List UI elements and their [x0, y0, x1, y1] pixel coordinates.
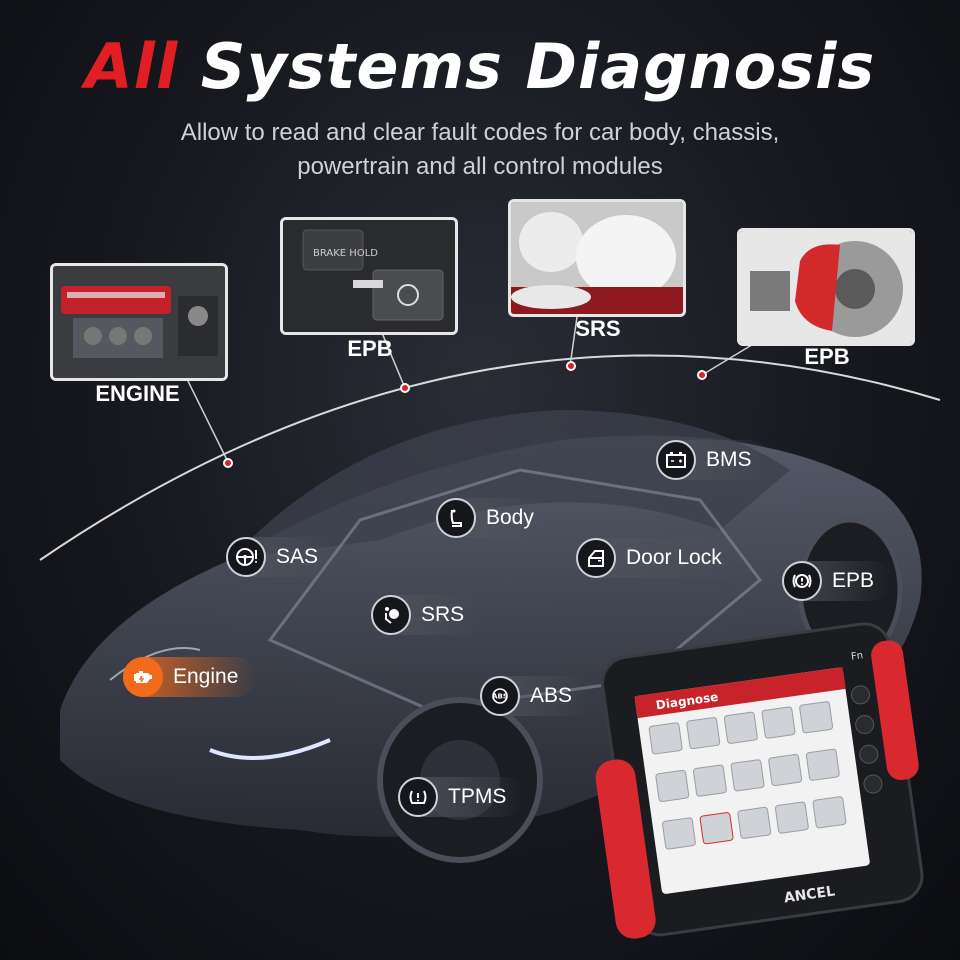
headline-rest: Systems Diagnosis — [178, 30, 876, 103]
arc-dot-epb-1 — [400, 383, 410, 393]
thumbnail-epb-button: BRAKE HOLD — [280, 217, 458, 335]
arc-dot-srs — [566, 361, 576, 371]
thumbnail-label-epb-2: EPB — [804, 344, 850, 369]
system-label-abs: ABS — [530, 684, 573, 707]
thumbnail-label-srs: SRS — [575, 316, 621, 341]
system-tag-abs: ABS ABS — [480, 676, 591, 716]
system-label-door-lock: Door Lock — [626, 546, 722, 569]
svg-text:ABS: ABS — [492, 693, 508, 701]
headline: All Systems Diagnosis — [0, 30, 960, 103]
thumbnail-engine — [50, 263, 228, 381]
abs-icon: ABS — [480, 676, 520, 716]
steering-wheel-icon — [226, 537, 266, 577]
airbag-icon — [371, 595, 411, 635]
subtitle-line-2: powertrain and all control modules — [297, 153, 663, 180]
system-tag-epb: EPB — [782, 561, 893, 601]
system-tag-tpms: TPMS — [398, 777, 525, 817]
system-label-tpms: TPMS — [448, 785, 507, 808]
arc-dot-epb-2 — [697, 370, 707, 380]
system-label-srs: SRS — [421, 603, 465, 626]
scanner-device: Diagnose ANCEL Fn — [588, 620, 928, 950]
seat-icon — [436, 498, 476, 538]
system-tag-sas: SAS — [226, 537, 337, 577]
system-label-engine: Engine — [173, 665, 239, 688]
system-tag-bms: BMS — [656, 440, 770, 480]
system-tag-engine: Engine — [123, 657, 257, 697]
svg-text:BRAKE HOLD: BRAKE HOLD — [313, 248, 378, 259]
system-tag-door-lock: Door Lock — [576, 538, 740, 578]
engine-icon — [123, 657, 163, 697]
system-tag-srs: SRS — [371, 595, 483, 635]
system-label-body: Body — [486, 506, 534, 529]
headline-accent: All — [84, 30, 179, 103]
door-icon — [576, 538, 616, 578]
subtitle-line-1: Allow to read and clear fault codes for … — [180, 119, 780, 146]
tire-pressure-icon — [398, 777, 438, 817]
thumbnail-label-epb-1: EPB — [347, 336, 393, 361]
thumbnail-label-engine: ENGINE — [95, 381, 180, 406]
airbag-photo-icon — [511, 202, 683, 314]
parking-brake-icon — [782, 561, 822, 601]
device-fn-key: Fn — [850, 650, 864, 663]
device-brand: ANCEL — [783, 883, 836, 906]
parking-brake-button-photo-icon: BRAKE HOLD — [283, 220, 455, 332]
system-label-epb: EPB — [832, 569, 875, 592]
arc-dot-engine — [223, 458, 233, 468]
brake-caliper-photo-icon — [740, 231, 912, 343]
system-tag-body: Body — [436, 498, 552, 538]
thumbnail-epb-caliper — [737, 228, 915, 346]
battery-icon — [656, 440, 696, 480]
thumbnail-srs — [508, 199, 686, 317]
engine-photo-icon — [53, 266, 225, 378]
system-label-sas: SAS — [276, 545, 319, 568]
system-label-bms: BMS — [706, 448, 752, 471]
subtitle: Allow to read and clear fault codes for … — [0, 116, 960, 184]
